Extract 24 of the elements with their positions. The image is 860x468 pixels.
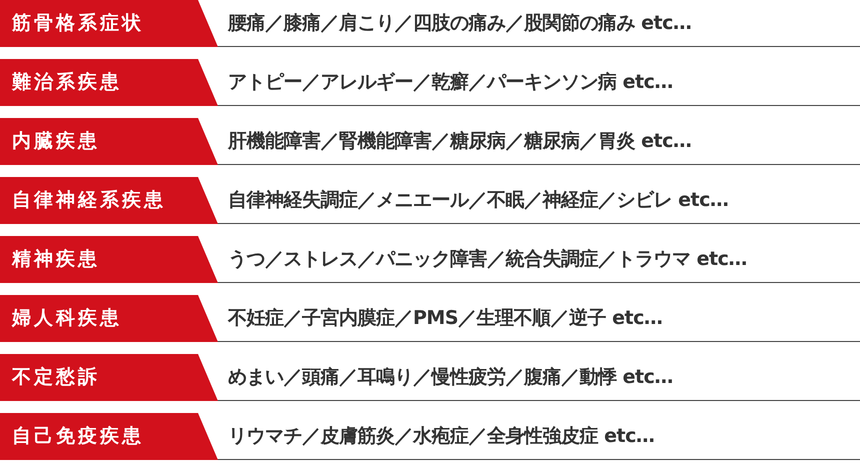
description-text: うつ／ストレス／パニック障害／統合失調症／トラウマ etc…: [228, 247, 747, 272]
category-tab: [0, 295, 218, 342]
category-tab: [0, 236, 218, 283]
category-tab: [0, 413, 218, 460]
description-text: 自律神経失調症／メニエール／不眠／神経症／シビレ etc…: [228, 188, 728, 213]
description-text: 腰痛／膝痛／肩こり／四肢の痛み／股関節の痛み etc…: [228, 11, 692, 36]
category-label: 自律神経系疾患: [12, 188, 166, 213]
category-label: 難治系疾患: [12, 70, 122, 95]
category-label: 筋骨格系症状: [12, 11, 144, 36]
description-text: リウマチ／皮膚筋炎／水疱症／全身性強皮症 etc…: [228, 424, 654, 449]
category-label: 婦人科疾患: [12, 306, 122, 331]
description-text: アトピー／アレルギー／乾癬／パーキンソン病 etc…: [228, 70, 673, 95]
category-tab: [0, 0, 218, 47]
category-label: 不定愁訴: [12, 365, 100, 390]
description-text: 不妊症／子宮内膜症／PMS／生理不順／逆子 etc…: [228, 306, 662, 331]
category-label: 内臓疾患: [12, 129, 100, 154]
category-tab: [0, 177, 218, 224]
category-label: 自己免疫疾患: [12, 424, 144, 449]
category-tab: [0, 59, 218, 106]
description-text: 肝機能障害／腎機能障害／糖尿病／糖尿病／胃炎 etc…: [228, 129, 692, 154]
description-text: めまい／頭痛／耳鳴り／慢性疲労／腹痛／動悸 etc…: [228, 365, 673, 390]
category-tab: [0, 354, 218, 401]
category-label: 精神疾患: [12, 247, 100, 272]
category-tab: [0, 118, 218, 165]
